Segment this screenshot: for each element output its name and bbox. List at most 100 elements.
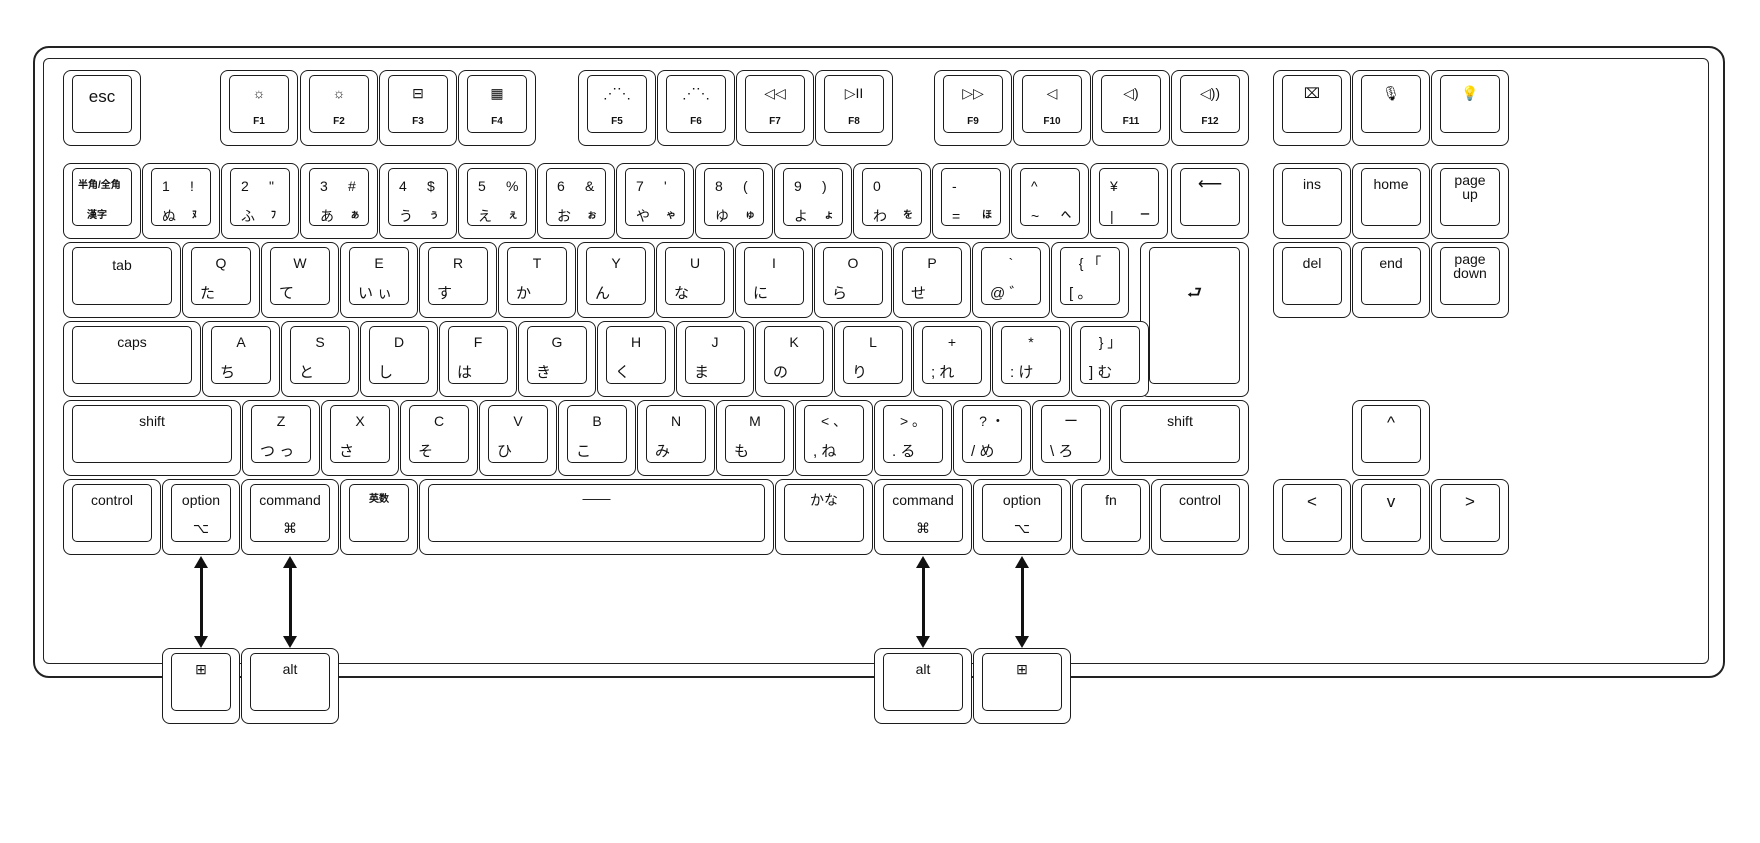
- backlight-key[interactable]: 💡: [1431, 70, 1509, 146]
- eisu-key[interactable]: 英数: [340, 479, 418, 555]
- number-key-7[interactable]: 7'やゃ: [616, 163, 694, 239]
- z-row-key-11[interactable]: ー\ ろ: [1032, 400, 1110, 476]
- right-shift-key[interactable]: shift: [1111, 400, 1249, 476]
- caps-lock-key[interactable]: caps: [63, 321, 201, 397]
- number-key-13[interactable]: ¥|ー: [1090, 163, 1168, 239]
- insert-key-keycap-top: ins: [1282, 168, 1342, 226]
- number-key-5[interactable]: 5%えぇ: [458, 163, 536, 239]
- letter-label: O: [847, 255, 859, 271]
- windows-left-key[interactable]: ⊞: [162, 648, 240, 724]
- f6-key[interactable]: ⋰⋱F6: [657, 70, 735, 146]
- q-row-key-12[interactable]: { 「[ 。: [1051, 242, 1129, 318]
- esc-key[interactable]: esc: [63, 70, 141, 146]
- z-row-key-8[interactable]: < 、, ね: [795, 400, 873, 476]
- f3-key[interactable]: ⊟F3: [379, 70, 457, 146]
- f4-key[interactable]: ▦F4: [458, 70, 536, 146]
- delete-key[interactable]: del: [1273, 242, 1351, 318]
- windows-right-key[interactable]: ⊞: [973, 648, 1071, 724]
- number-key-11[interactable]: -=ほ: [932, 163, 1010, 239]
- down-arrow-key[interactable]: v: [1352, 479, 1430, 555]
- f9-key[interactable]: ▷▷F9: [934, 70, 1012, 146]
- kana-key[interactable]: かな: [775, 479, 873, 555]
- f12-key[interactable]: ◁))F12: [1171, 70, 1249, 146]
- enter-key[interactable]: ⮐: [1140, 242, 1249, 397]
- left-shift-key[interactable]: shift: [63, 400, 241, 476]
- up-arrow-key[interactable]: ^: [1352, 400, 1430, 476]
- backspace-key[interactable]: ⟵: [1171, 163, 1249, 239]
- q-row-key-11[interactable]: `@ ゛: [972, 242, 1050, 318]
- right-option-key[interactable]: option⌥: [973, 479, 1071, 555]
- number-key-4[interactable]: 4$うぅ: [379, 163, 457, 239]
- screenshot-key[interactable]: ⌧: [1273, 70, 1351, 146]
- number-key-3[interactable]: 3#あぁ: [300, 163, 378, 239]
- number-key-kana: |: [1110, 208, 1114, 224]
- right-arrow-key[interactable]: >: [1431, 479, 1509, 555]
- number-key-9[interactable]: 9)よょ: [774, 163, 852, 239]
- right-command-key-keycap-top: command⌘: [883, 484, 963, 542]
- alt-left-key[interactable]: alt: [241, 648, 339, 724]
- number-key-1[interactable]: 1!ぬﾇ: [142, 163, 220, 239]
- number-key-12[interactable]: ^~へ: [1011, 163, 1089, 239]
- z-row-key-9[interactable]: > 。. る: [874, 400, 952, 476]
- left-shift-key-keycap-top: shift: [72, 405, 232, 463]
- mic-key[interactable]: 🎙: [1352, 70, 1430, 146]
- a-row-key-11[interactable]: *: け: [992, 321, 1070, 397]
- f2-key[interactable]: ☼F2: [300, 70, 378, 146]
- fn-key[interactable]: fn: [1072, 479, 1150, 555]
- right-command-key[interactable]: command⌘: [874, 479, 972, 555]
- right-control-key[interactable]: control: [1151, 479, 1249, 555]
- f5-key[interactable]: ⋰⋱F5: [578, 70, 656, 146]
- alt-right-key[interactable]: alt: [874, 648, 972, 724]
- left-control-key[interactable]: control: [63, 479, 161, 555]
- home-key[interactable]: home: [1352, 163, 1430, 239]
- space-key[interactable]: ——: [419, 479, 774, 555]
- number-key-2[interactable]: 2"ふﾌ: [221, 163, 299, 239]
- f11-key[interactable]: ◁)F11: [1092, 70, 1170, 146]
- hankaku-zenkaku-key[interactable]: 半角/全角漢字: [63, 163, 141, 239]
- a-row-key-10[interactable]: +; れ: [913, 321, 991, 397]
- left-arrow-key[interactable]: <: [1273, 479, 1351, 555]
- end-key[interactable]: end: [1352, 242, 1430, 318]
- insert-key[interactable]: ins: [1273, 163, 1351, 239]
- page-up-key[interactable]: page up: [1431, 163, 1509, 239]
- a-row-key-12[interactable]: } 」] む: [1071, 321, 1149, 397]
- left-option-key[interactable]: option⌥: [162, 479, 240, 555]
- f10-key[interactable]: ◁F10: [1013, 70, 1091, 146]
- z-row-key-10[interactable]: ? ・/ め: [953, 400, 1031, 476]
- f1-key[interactable]: ☼F1: [220, 70, 298, 146]
- left-command-key[interactable]: command⌘: [241, 479, 339, 555]
- f7-key[interactable]: ◁◁F7: [736, 70, 814, 146]
- number-key-8[interactable]: 8(ゆゅ: [695, 163, 773, 239]
- tab-key[interactable]: tab: [63, 242, 181, 318]
- page-down-key[interactable]: page down: [1431, 242, 1509, 318]
- number-key-6[interactable]: 6&おぉ: [537, 163, 615, 239]
